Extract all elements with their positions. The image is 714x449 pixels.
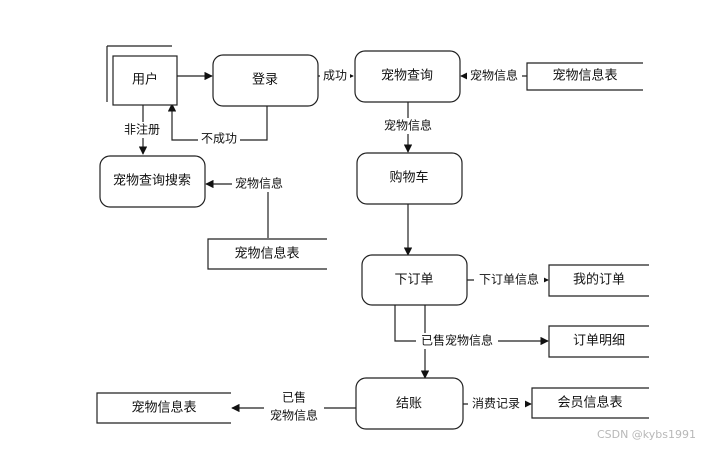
label-pet-info-to-search: 宠物信息 bbox=[235, 176, 283, 191]
store-pet-info-bottom bbox=[96, 392, 231, 424]
node-checkout-label: 结账 bbox=[396, 397, 422, 412]
store-pet-info-left-label: 宠物信息表 bbox=[234, 246, 299, 262]
node-order bbox=[361, 254, 468, 306]
label-fail: 不成功 bbox=[201, 132, 237, 146]
node-login-label: 登录 bbox=[252, 73, 278, 88]
label-pet-info-sold: 宠物信息 bbox=[270, 408, 318, 423]
node-pet-search-label: 宠物查询搜索 bbox=[113, 173, 191, 189]
node-pet-query-label: 宠物查询 bbox=[381, 68, 433, 84]
node-checkout bbox=[355, 377, 464, 430]
node-user-label: 用户 bbox=[132, 72, 158, 88]
label-sold: 已售 bbox=[282, 390, 306, 405]
label-consume-record: 消费记录 bbox=[472, 397, 520, 411]
store-order-detail-label: 订单明细 bbox=[573, 334, 625, 349]
label-pet-info-to-query: 宠物信息 bbox=[470, 68, 518, 83]
store-my-orders-label: 我的订单 bbox=[573, 272, 625, 288]
node-pet-query bbox=[354, 50, 461, 103]
node-user bbox=[106, 45, 178, 106]
store-member-info-label: 会员信息表 bbox=[557, 395, 622, 411]
label-pet-info-query-to-cart: 宠物信息 bbox=[384, 118, 432, 133]
label-success: 成功 bbox=[323, 69, 347, 83]
watermark: CSDN @kybs1991 bbox=[596, 428, 696, 441]
edge-table-to-search bbox=[205, 179, 269, 238]
store-pet-info-bottom-label: 宠物信息表 bbox=[131, 400, 196, 416]
store-order-detail bbox=[548, 325, 649, 358]
store-my-orders bbox=[548, 264, 649, 297]
store-member-info bbox=[531, 387, 649, 419]
node-login bbox=[212, 54, 319, 107]
store-pet-info-left bbox=[207, 238, 327, 270]
label-order-info: 下订单信息 bbox=[479, 272, 539, 287]
store-pet-info-top bbox=[526, 62, 643, 91]
label-sold-pet-info: 已售宠物信息 bbox=[421, 333, 493, 348]
node-cart-label: 购物车 bbox=[389, 170, 428, 186]
label-unregistered: 非注册 bbox=[124, 122, 160, 137]
node-pet-search bbox=[99, 155, 206, 208]
store-pet-info-top-label: 宠物信息表 bbox=[552, 68, 617, 84]
node-cart bbox=[356, 152, 463, 205]
node-order-label: 下订单 bbox=[394, 273, 433, 288]
